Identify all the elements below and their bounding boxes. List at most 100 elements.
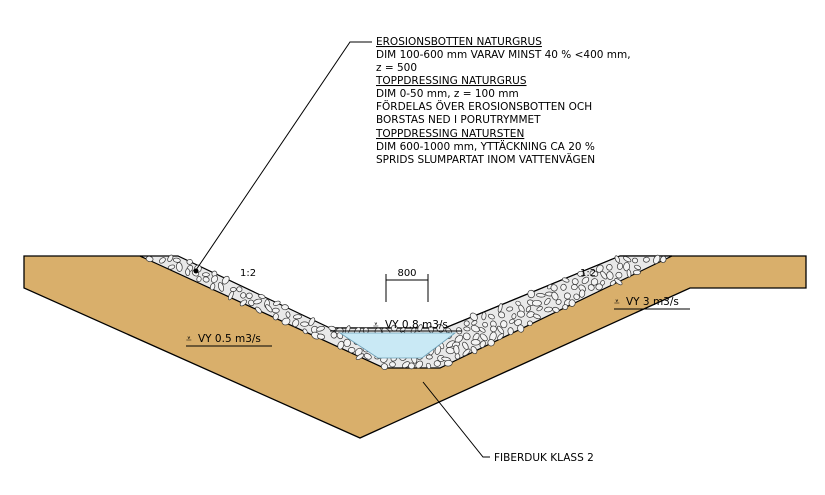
stone	[623, 256, 632, 263]
note-line-3: DIM 0-50 mm, z = 100 mm	[376, 88, 519, 100]
stone	[436, 324, 445, 333]
slope-label-right: 1:2	[580, 268, 596, 279]
stone	[240, 292, 247, 299]
stone	[487, 339, 495, 347]
stone	[600, 270, 608, 280]
stone	[536, 306, 543, 312]
stone	[145, 255, 154, 263]
stone	[300, 321, 310, 327]
stone	[470, 325, 480, 333]
note-line-6: DIM 600-1000 mm, YTTÄCKNING CA 20 %	[376, 140, 595, 153]
stone	[481, 311, 487, 321]
stone	[236, 286, 243, 293]
stone	[292, 314, 303, 320]
water-level-right: ⩡ VY 3 m3/s	[614, 296, 690, 310]
stone	[316, 325, 325, 332]
stone	[443, 359, 453, 367]
stone	[544, 297, 551, 306]
stone	[167, 254, 174, 262]
stone	[229, 287, 237, 292]
stone	[363, 353, 372, 360]
stone	[196, 276, 202, 283]
stone	[595, 283, 603, 291]
water-level-center: ⩡ VY 0.8 m3/s	[373, 319, 448, 331]
stone	[176, 262, 183, 272]
stone	[614, 278, 623, 286]
note-heading-erosionsbotten: EROSIONSBOTTEN NATURGRUS	[376, 36, 542, 48]
stone	[487, 313, 495, 320]
stone	[380, 363, 389, 370]
stone	[316, 333, 326, 340]
stone	[482, 321, 488, 328]
stone	[571, 284, 578, 291]
stone	[348, 347, 356, 354]
stone	[228, 290, 234, 301]
stone	[463, 320, 470, 327]
stone	[462, 348, 471, 357]
stone	[186, 259, 193, 265]
stone	[626, 269, 632, 278]
stone	[248, 299, 255, 307]
stone	[532, 313, 541, 320]
stone	[571, 278, 579, 285]
stone	[589, 270, 599, 278]
stone	[562, 304, 569, 310]
stone	[511, 313, 517, 320]
stone	[643, 256, 650, 263]
stone	[497, 303, 503, 313]
water-level-left: ⩡ VY 0.5 m3/s	[186, 333, 272, 347]
stone	[281, 317, 291, 326]
stone	[258, 294, 266, 299]
stone	[606, 264, 613, 271]
stone	[470, 346, 478, 355]
stone	[479, 333, 488, 342]
stone	[221, 275, 230, 285]
stone	[463, 326, 471, 332]
stone	[616, 262, 624, 270]
stone	[389, 361, 396, 368]
stone	[433, 360, 441, 367]
stone	[159, 257, 166, 264]
stone	[462, 332, 471, 341]
stone	[653, 254, 661, 265]
stone	[577, 270, 585, 278]
stone	[563, 292, 571, 300]
stone	[415, 360, 424, 369]
stone	[292, 319, 300, 328]
note-line-7: SPRIDS SLUMPARTAT INOM VATTENVÄGEN	[376, 153, 595, 166]
stone	[552, 306, 560, 313]
dimension-bottom-width: 800	[385, 268, 429, 302]
stone	[255, 306, 262, 314]
stone	[401, 361, 411, 369]
stone	[285, 311, 291, 318]
water-level-symbol-right: ⩡	[614, 297, 620, 308]
stone	[239, 299, 248, 307]
callout-leader-dot	[193, 268, 199, 274]
stone	[172, 257, 181, 263]
stone	[426, 362, 432, 369]
stone	[581, 276, 590, 285]
stone	[561, 277, 570, 283]
stone	[527, 289, 535, 299]
stone	[343, 338, 351, 348]
stone	[201, 272, 210, 277]
stone	[506, 306, 514, 312]
stone	[631, 257, 639, 264]
stone	[573, 293, 580, 300]
water-body	[338, 332, 457, 359]
stone	[217, 282, 225, 292]
stone	[469, 312, 478, 321]
stone	[253, 298, 263, 305]
stone	[596, 264, 604, 273]
stone	[425, 354, 433, 360]
callout-leader-bottom	[422, 381, 490, 458]
stone	[507, 327, 514, 336]
stone	[355, 353, 365, 360]
water-level-label-center: VY 0.8 m3/s	[385, 319, 448, 331]
stone	[590, 278, 599, 286]
stone	[536, 293, 546, 298]
note-line-5: BORSTAS NED I PORUTRYMMET	[376, 114, 541, 126]
stone	[632, 269, 641, 275]
stone	[454, 353, 461, 360]
